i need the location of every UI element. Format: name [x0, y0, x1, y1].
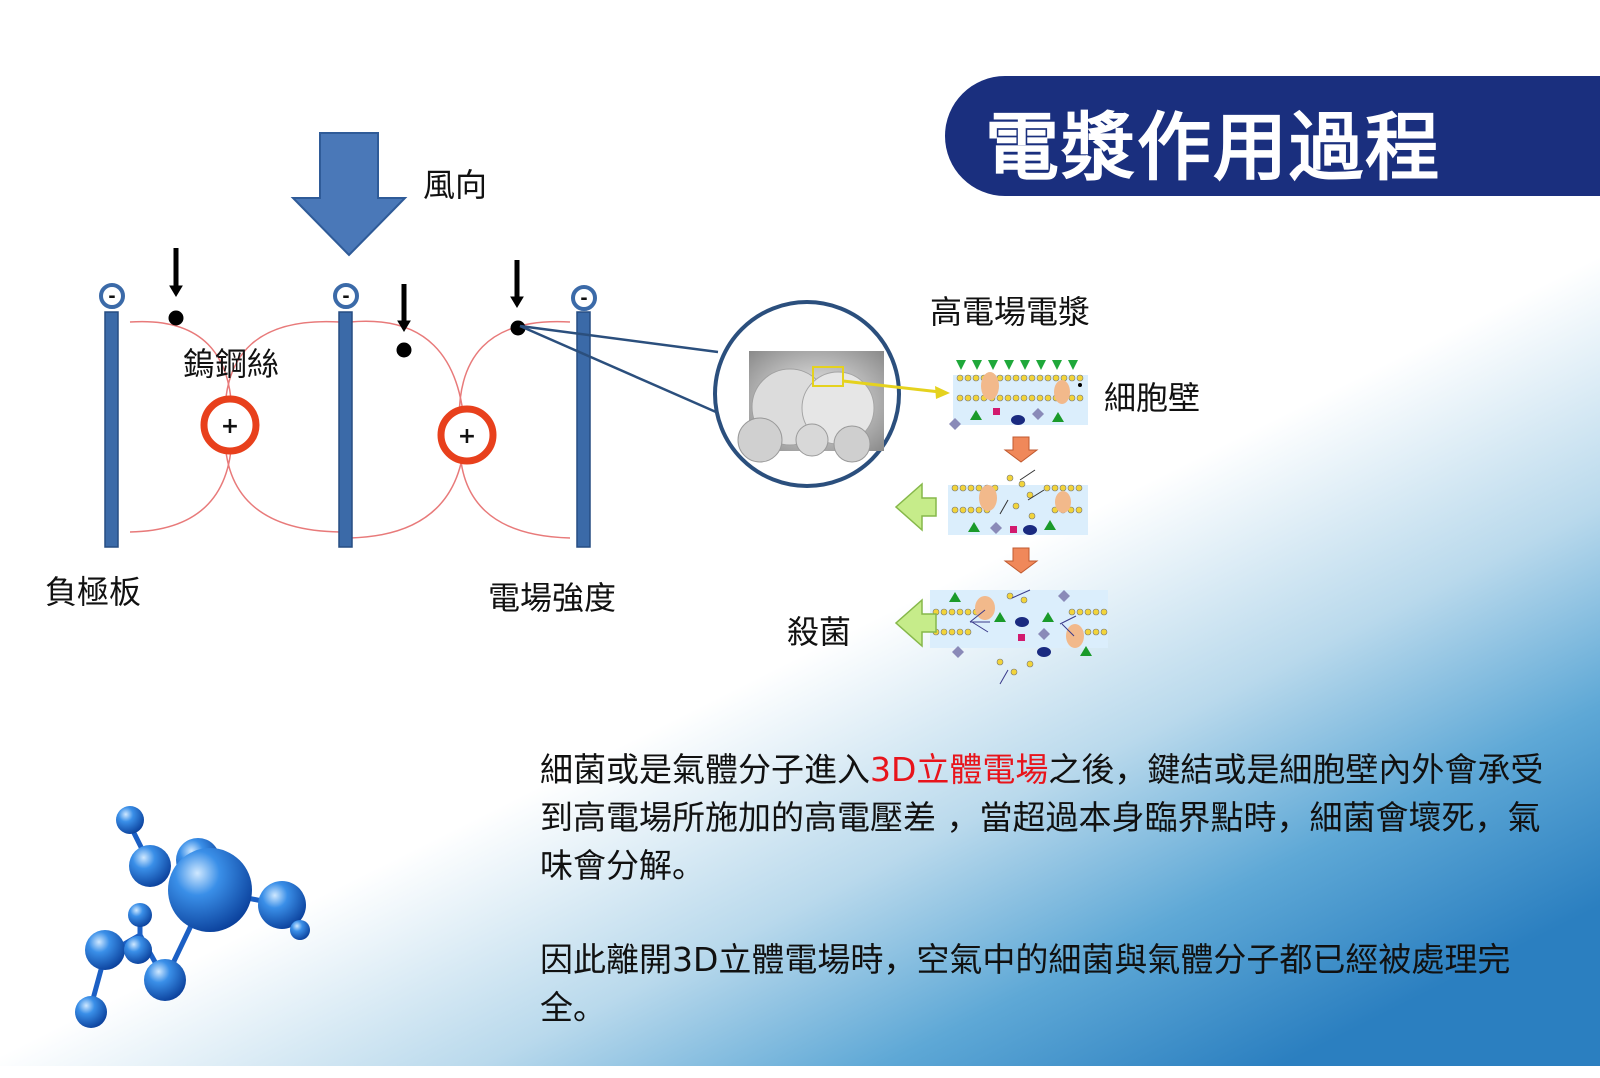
cathode-plate-label: 負極板: [45, 573, 142, 611]
sterilize-label: 殺菌: [787, 613, 852, 651]
highlight-3d-field: 3D立體電場: [870, 750, 1049, 789]
falling-particles: [168, 248, 526, 358]
paragraph-2: 因此離開3D立體電場時，空氣中的細菌與氣體分子都已經被處理完全。: [540, 940, 1511, 1027]
page-title: 電漿作用過程: [985, 105, 1441, 191]
tungsten-wire-label: 鎢鋼絲: [183, 345, 280, 383]
negative-symbol: -: [108, 286, 115, 307]
cell-wall-pointer: [1078, 383, 1082, 387]
magnifier-circle: [713, 300, 901, 488]
negative-symbol: -: [580, 288, 587, 309]
positive-terminal-icon: [200, 395, 497, 465]
positive-symbol: +: [458, 424, 476, 449]
process-step-arrow: [1003, 436, 1039, 574]
plasma-impact-arrows: [956, 360, 1078, 370]
cathode-plates: [104, 311, 591, 548]
cell-membrane-damaged: [948, 469, 1088, 535]
magnifier-callout-lines: [519, 324, 719, 414]
result-arrow: [894, 482, 937, 648]
positive-symbol: +: [221, 414, 239, 439]
zoom-arrow: [842, 379, 950, 399]
cell-membrane-intact: [949, 372, 1088, 430]
molecule-icon: [75, 806, 310, 1028]
title-banner: [945, 76, 1600, 196]
description-text: 細菌或是氣體分子進入3D立體電場之後，鍵結或是細胞壁內外會承受到高電場所施加的高…: [540, 746, 1550, 1078]
wind-direction-label: 風向: [423, 166, 488, 204]
wind-direction-arrow: [290, 132, 408, 257]
paragraph-1: 細菌或是氣體分子進入3D立體電場之後，鍵結或是細胞壁內外會承受到高電場所施加的高…: [540, 750, 1544, 885]
cell-membrane-destroyed: [930, 589, 1108, 685]
field-strength-label: 電場強度: [488, 579, 617, 617]
high-field-plasma-label: 高電場電漿: [930, 293, 1091, 331]
negative-symbol: -: [342, 286, 349, 307]
cell-wall-label: 細胞壁: [1104, 379, 1201, 417]
negative-terminal-icon: [99, 283, 597, 311]
